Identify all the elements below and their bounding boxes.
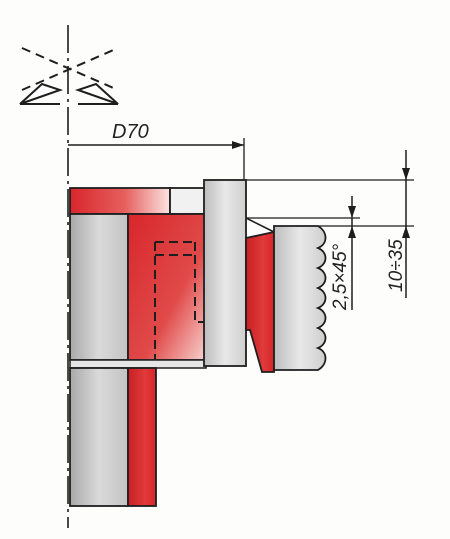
tool-hub-upper [69, 187, 207, 369]
tool-hub-lower [69, 367, 157, 507]
diameter-dimension: D70 [68, 121, 245, 180]
height-label: 10÷35 [386, 239, 407, 292]
chamfer-dimension: 2,5×45° [246, 196, 360, 311]
height-dimension: 10÷35 [246, 150, 414, 298]
chamfer-label: 2,5×45° [330, 243, 351, 311]
cutter-body [203, 179, 247, 367]
cutting-knife [245, 217, 275, 373]
diameter-label: D70 [112, 121, 149, 143]
profile-knife [273, 225, 327, 371]
rotation-arrows-icon [19, 47, 119, 105]
